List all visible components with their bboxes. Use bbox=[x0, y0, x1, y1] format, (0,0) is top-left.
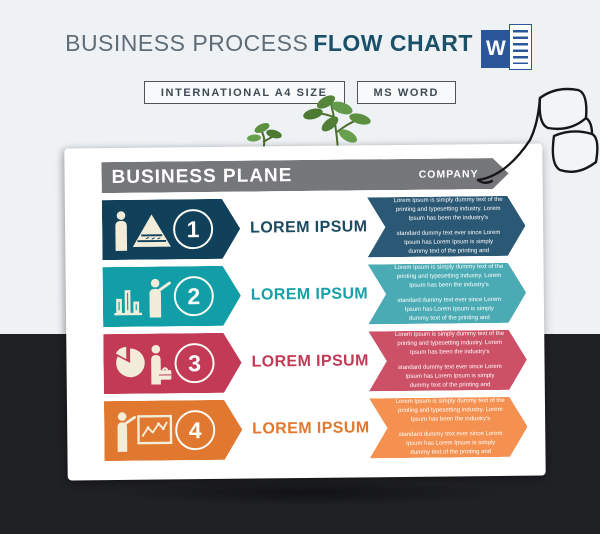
step-number-badge: 4 bbox=[175, 410, 215, 450]
row-label: LOREM IPSUM bbox=[252, 419, 370, 438]
word-logo-page-lines bbox=[512, 30, 528, 64]
row-label: LOREM IPSUM bbox=[250, 285, 369, 304]
step-number-badge: 3 bbox=[174, 343, 214, 383]
row-description-p2: standard dummy text ever since Lorem Ips… bbox=[397, 296, 502, 323]
process-row-4: 4 LOREM IPSUM Lorem Ipsum is simply dumm… bbox=[104, 397, 523, 461]
card-drop-shadow bbox=[110, 480, 510, 506]
row-description-p2: standard dummy text ever since Lorem Ips… bbox=[397, 363, 502, 390]
title-bold: FLOW CHART bbox=[313, 30, 473, 56]
card-title-banner: BUSINESS PLANE COMPANY bbox=[101, 158, 508, 193]
word-logo-page bbox=[508, 24, 532, 70]
pie-chart-businessman-icon bbox=[112, 342, 174, 385]
row-banner: 4 bbox=[104, 400, 243, 461]
title-regular: BUSINESS PROCESS bbox=[65, 30, 309, 56]
step-number-badge: 1 bbox=[173, 209, 213, 249]
process-row-2: 2 LOREM IPSUM Lorem Ipsum is simply dumm… bbox=[103, 263, 522, 327]
row-description: Lorem Ipsum is simply dummy text of the … bbox=[368, 263, 527, 325]
row-label: LOREM IPSUM bbox=[251, 352, 369, 371]
row-description: Lorem Ipsum is simply dummy text of the … bbox=[369, 330, 528, 392]
card-title: BUSINESS PLANE bbox=[111, 164, 293, 188]
row-description-p1: Lorem Ipsum is simply dummy text of the … bbox=[393, 196, 503, 223]
person-pyramid-icon bbox=[111, 208, 173, 251]
row-description-p1: Lorem Ipsum is simply dummy text of the … bbox=[395, 397, 505, 424]
row-label: LOREM IPSUM bbox=[250, 218, 368, 237]
plant-decoration bbox=[247, 95, 371, 150]
word-logo-letter: W bbox=[480, 30, 511, 68]
row-banner: 1 bbox=[102, 199, 241, 260]
row-description-p1: Lorem Ipsum is simply dummy text of the … bbox=[394, 263, 504, 290]
row-banner: 3 bbox=[103, 333, 242, 394]
glasses-decoration bbox=[476, 87, 599, 184]
badge-ms-word: MS WORD bbox=[356, 81, 457, 104]
word-logo-icon: W bbox=[480, 24, 535, 72]
bar-chart-presenter-icon bbox=[112, 275, 174, 318]
process-row-3: 3 LOREM IPSUM Lorem Ipsum is simply dumm… bbox=[103, 330, 522, 394]
row-description-p2: standard dummy text ever since Lorem Ips… bbox=[398, 430, 503, 456]
row-description-p1: Lorem Ipsum is simply dummy text of the … bbox=[394, 330, 505, 357]
row-description-p2: standard dummy text ever since Lorem Ips… bbox=[396, 229, 501, 256]
process-row-1: 1 LOREM IPSUM Lorem Ipsum is simply dumm… bbox=[102, 196, 521, 260]
row-description: Lorem Ipsum is simply dummy text of the … bbox=[369, 397, 528, 459]
badge-a4-size: INTERNATIONAL A4 SIZE bbox=[143, 81, 345, 104]
row-description: Lorem Ipsum is simply dummy text of the … bbox=[367, 196, 526, 258]
template-card: BUSINESS PLANE COMPANY 1 bbox=[64, 143, 546, 481]
presenter-line-chart-icon bbox=[113, 409, 175, 452]
step-number-badge: 2 bbox=[174, 276, 214, 316]
row-banner: 2 bbox=[103, 266, 242, 327]
badge-row: INTERNATIONAL A4 SIZE MS WORD bbox=[0, 81, 600, 104]
process-rows: 1 LOREM IPSUM Lorem Ipsum is simply dumm… bbox=[102, 196, 523, 461]
